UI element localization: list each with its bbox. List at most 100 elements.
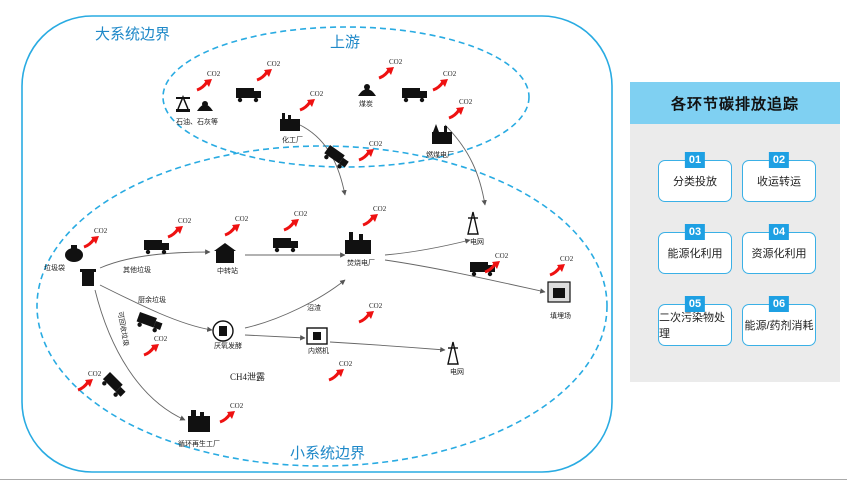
co2-label: CO2 bbox=[235, 215, 249, 223]
co2-label: CO2 bbox=[310, 90, 324, 98]
co2-emission-arrow: CO2 bbox=[219, 402, 244, 424]
co2-label: CO2 bbox=[294, 210, 308, 218]
edge-bin-to-recycling bbox=[94, 289, 186, 421]
coal-pile-icon bbox=[197, 101, 213, 111]
truck-icon bbox=[236, 88, 261, 103]
card-resource-use[interactable]: 04 资源化利用 bbox=[742, 224, 816, 274]
transfer-station-icon bbox=[214, 243, 236, 263]
co2-emission-arrow: CO2 bbox=[358, 302, 383, 324]
node-anaerobic-label: 厌氧发酵 bbox=[214, 341, 242, 350]
co2-emission-arrow: CO2 bbox=[484, 252, 509, 274]
card-number: 02 bbox=[768, 152, 790, 168]
edge-anaerobic-to-incin bbox=[244, 279, 346, 329]
truck-icon bbox=[144, 240, 169, 255]
big-system-boundary bbox=[21, 15, 613, 473]
label-kitchen-waste: 厨余垃圾 bbox=[138, 295, 166, 304]
node-oil-limestone-label: 石油、石灰等 bbox=[176, 117, 218, 126]
co2-emission-arrow: CO2 bbox=[432, 70, 457, 92]
panel-title: 各环节碳排放追踪 bbox=[630, 82, 840, 124]
anaerobic-digester-icon bbox=[212, 320, 234, 342]
node-chem-plant-label: 化工厂 bbox=[282, 135, 303, 144]
co2-label: CO2 bbox=[339, 360, 353, 368]
edge-bin-to-anaerobic bbox=[99, 284, 213, 332]
card-number: 06 bbox=[768, 296, 790, 312]
landfill-icon bbox=[547, 281, 571, 303]
card-number: 04 bbox=[768, 224, 790, 240]
node-grid-top-label: 电网 bbox=[470, 237, 484, 246]
label-recyclable: 可回收垃圾 bbox=[116, 311, 131, 347]
node-landfill-label: 填埋场 bbox=[550, 311, 571, 320]
co2-emission-arrow: CO2 bbox=[378, 58, 403, 80]
edge-incin-to-landfill bbox=[384, 259, 546, 294]
coal-icon bbox=[358, 84, 376, 96]
card-number: 01 bbox=[684, 152, 706, 168]
grid-tower-icon bbox=[467, 211, 479, 235]
node-grid-bottom-label: 电网 bbox=[450, 367, 464, 376]
incineration-plant-icon bbox=[345, 232, 371, 254]
co2-emission-arrow: CO2 bbox=[328, 360, 353, 382]
co2-label: CO2 bbox=[389, 58, 403, 66]
co2-label: CO2 bbox=[459, 98, 473, 106]
truck-icon bbox=[324, 145, 349, 169]
card-energy-consumption[interactable]: 06 能源/药剂消耗 bbox=[742, 296, 816, 346]
node-coal-label: 煤炭 bbox=[359, 99, 373, 108]
engine-icon bbox=[306, 327, 328, 345]
upstream-boundary bbox=[162, 26, 530, 168]
big-boundary-label: 大系统边界 bbox=[95, 26, 170, 43]
card-sorting[interactable]: 01 分类投放 bbox=[658, 152, 732, 202]
co2-label: CO2 bbox=[495, 252, 509, 260]
factory-icon bbox=[280, 113, 300, 131]
co2-label: CO2 bbox=[207, 70, 221, 78]
node-engine-label: 内燃机 bbox=[308, 346, 329, 355]
node-garbage-bag-label: 垃圾袋 bbox=[44, 263, 65, 272]
bottom-divider bbox=[0, 479, 847, 480]
card-label: 收运转运 bbox=[757, 176, 801, 188]
edge-coalpower-to-grid bbox=[444, 124, 487, 206]
co2-label: CO2 bbox=[443, 70, 457, 78]
card-label: 二次污染物处理 bbox=[659, 312, 725, 340]
co2-emission-arrow: CO2 bbox=[256, 60, 281, 82]
upstream-label: 上游 bbox=[330, 34, 360, 51]
co2-label: CO2 bbox=[94, 227, 108, 235]
card-label: 资源化利用 bbox=[751, 248, 807, 260]
edge-bin-to-transfer bbox=[99, 249, 211, 269]
co2-emission-arrow: CO2 bbox=[196, 70, 221, 92]
co2-emission-arrow: CO2 bbox=[448, 98, 473, 120]
card-label: 分类投放 bbox=[673, 176, 717, 188]
edge-anaerobic-to-engine bbox=[244, 334, 306, 341]
co2-emission-arrow: CO2 bbox=[549, 255, 574, 277]
co2-emission-arrow: CO2 bbox=[299, 90, 324, 112]
recycling-plant-icon bbox=[188, 410, 210, 432]
co2-label: CO2 bbox=[373, 205, 387, 213]
co2-label: CO2 bbox=[369, 302, 383, 310]
label-other-waste: 其他垃圾 bbox=[123, 265, 151, 274]
co2-emission-arrow: CO2 bbox=[143, 335, 168, 357]
co2-emission-arrow: CO2 bbox=[83, 227, 108, 249]
node-recycling-plant-label: 循环再生工厂 bbox=[178, 439, 220, 448]
trash-bin-icon bbox=[80, 269, 96, 286]
co2-emission-arrow: CO2 bbox=[224, 215, 249, 237]
node-coal-power-label: 燃煤电厂 bbox=[426, 150, 454, 159]
node-transfer-station-label: 中转站 bbox=[217, 266, 238, 275]
card-label: 能源化利用 bbox=[667, 248, 723, 260]
card-label: 能源/药剂消耗 bbox=[744, 320, 814, 332]
edge-engine-to-grid bbox=[329, 341, 446, 353]
co2-label: CO2 bbox=[560, 255, 574, 263]
truck-icon bbox=[273, 238, 298, 253]
power-plant-icon bbox=[432, 124, 452, 144]
co2-label: CO2 bbox=[369, 140, 383, 148]
edge-incin-to-grid bbox=[384, 238, 471, 256]
label-ch4-leak: CH4泄露 bbox=[230, 371, 265, 382]
card-number: 05 bbox=[684, 296, 706, 312]
garbage-bag-icon bbox=[65, 245, 83, 262]
truck-icon bbox=[136, 312, 163, 333]
co2-emission-arrow: CO2 bbox=[77, 370, 102, 392]
co2-emission-arrow: CO2 bbox=[283, 210, 308, 232]
co2-label: CO2 bbox=[230, 402, 244, 410]
card-transport[interactable]: 02 收运转运 bbox=[742, 152, 816, 202]
co2-label: CO2 bbox=[88, 370, 102, 378]
co2-emission-arrow: CO2 bbox=[358, 140, 383, 162]
